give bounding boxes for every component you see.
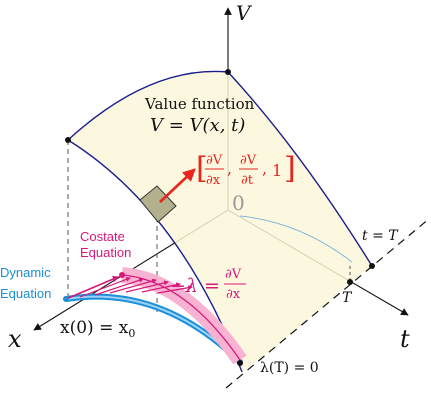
point-initial-state	[63, 296, 69, 302]
point-t-axis	[347, 279, 353, 285]
surface-title: Value function	[144, 95, 255, 113]
terminal-time-label: t = T	[362, 228, 399, 244]
svg-text:∂V: ∂V	[206, 153, 223, 168]
t-tick-label: T	[342, 290, 353, 306]
v-axis-label: V	[236, 1, 253, 25]
origin-label: 0	[232, 191, 245, 215]
costate-arrows	[79, 277, 193, 298]
costate-curve	[121, 274, 241, 361]
svg-text:,: ,	[262, 159, 267, 178]
surface-right-edge	[227, 71, 373, 267]
point-top	[225, 69, 231, 75]
value-function-surface	[68, 71, 372, 372]
initial-condition-sub: 0	[128, 327, 135, 340]
dynamic-title-1: Dynamic	[0, 265, 51, 280]
surface-back-edge	[67, 70, 229, 141]
terminal-line	[225, 217, 431, 389]
initial-condition: x(0) = x0	[60, 318, 135, 340]
terminal-back-curve	[239, 215, 353, 263]
tangent-plane	[139, 185, 177, 223]
costate-arrow-initial	[65, 276, 120, 300]
surface-equation: V = V(x, t)	[150, 115, 245, 136]
gradient-arrow	[159, 168, 196, 203]
svg-text:1: 1	[272, 161, 282, 180]
costate-title-2: Equation	[80, 245, 131, 260]
svg-text:∂V: ∂V	[225, 267, 242, 282]
point-left	[65, 137, 71, 143]
svg-text:∂V: ∂V	[240, 153, 257, 168]
t-axis-label: t	[400, 325, 410, 353]
initial-condition-main: x(0) = x	[60, 318, 129, 338]
point-terminal-surface	[369, 263, 375, 269]
gradient-label: [ ∂V ∂x , ∂V ∂t , 1 ]	[196, 151, 296, 188]
dynamic-title-2: Equation	[0, 286, 51, 301]
svg-text:[: [	[196, 151, 208, 186]
svg-text:,: ,	[227, 159, 232, 178]
svg-text:−λ =: −λ =	[170, 275, 220, 297]
point-terminal-costate	[237, 360, 243, 366]
terminal-costate-label: λ(T) = 0	[260, 360, 319, 376]
point-costate-start	[119, 272, 125, 278]
svg-text:]: ]	[284, 151, 296, 186]
svg-text:∂x: ∂x	[226, 287, 241, 302]
svg-text:∂t: ∂t	[241, 173, 254, 188]
costate-title-1: Costate	[80, 229, 125, 244]
x-axis-label: x	[8, 325, 22, 353]
costate-relation: −λ = ∂V ∂x	[170, 267, 246, 302]
svg-text:∂x: ∂x	[206, 173, 221, 188]
